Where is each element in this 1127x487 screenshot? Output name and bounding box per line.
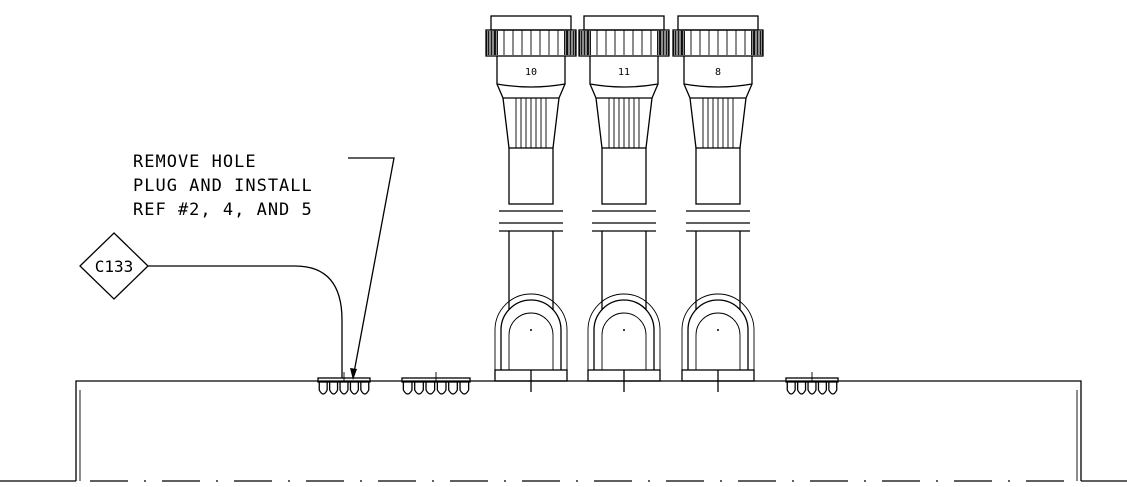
grommet-group (317, 372, 839, 395)
connector-position-label: 10 (525, 67, 537, 78)
connector-assembly: 11 (578, 15, 670, 392)
install-note: REMOVE HOLE PLUG AND INSTALL REF #2, 4, … (133, 152, 395, 380)
note-line-3: REF #2, 4, AND 5 (133, 200, 313, 220)
connector-assembly: 8 (672, 15, 764, 392)
enclosure-panel (0, 380, 1127, 482)
connector-position-label: 11 (618, 67, 630, 78)
connector-position-label: 8 (715, 67, 721, 78)
hole-plug-grommet (401, 372, 471, 395)
hole-plug-grommet (317, 372, 371, 395)
hole-plug-grommet (785, 372, 839, 395)
note-leader-arrow (350, 368, 357, 380)
connector-assembly: 10 (485, 15, 577, 392)
note-line-1: REMOVE HOLE (133, 152, 257, 172)
callout-diamond (79, 232, 149, 300)
callout-c133: C133 (79, 232, 343, 378)
note-leader-line (348, 157, 395, 379)
note-line-2: PLUG AND INSTALL (133, 176, 313, 196)
connector-group: 10 11 8 (485, 15, 764, 392)
callout-label: C133 (95, 257, 134, 276)
callout-leader-line (148, 265, 343, 378)
